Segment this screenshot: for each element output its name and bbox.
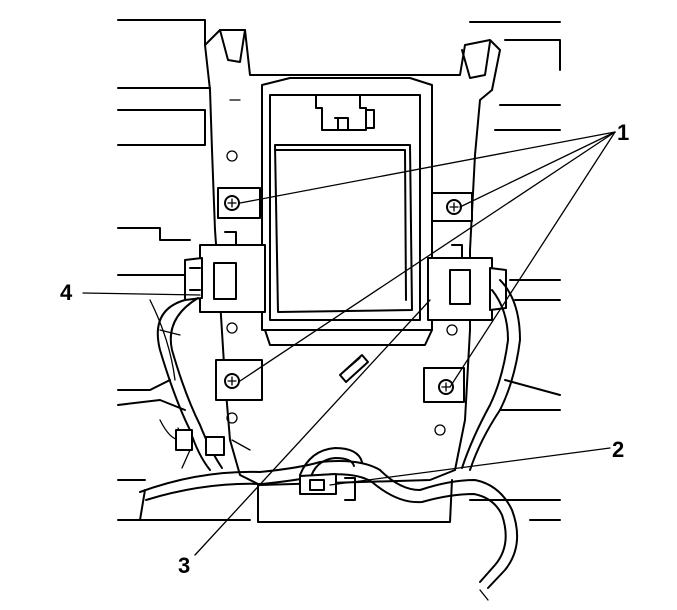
callout-3: 3 xyxy=(178,553,190,578)
left-body-panel xyxy=(117,19,251,521)
screw-lower-right xyxy=(423,367,465,403)
leader-1-lower-left xyxy=(239,131,616,382)
leader-1-lower-right xyxy=(449,131,616,388)
leader-2 xyxy=(329,447,611,486)
right-body-panel xyxy=(469,21,561,521)
wiring-harness xyxy=(139,279,521,601)
callout-1: 1 xyxy=(617,120,629,145)
mounting-screws xyxy=(215,150,473,436)
screw-upper-left xyxy=(217,187,261,219)
arrow-marker xyxy=(339,354,369,383)
leader-4 xyxy=(82,292,201,296)
left-electrical-connector xyxy=(184,231,266,313)
leader-lines xyxy=(82,131,616,556)
leader-1-upper-left xyxy=(239,131,616,204)
callout-2: 2 xyxy=(612,437,624,462)
screw-upper-right xyxy=(431,192,473,222)
right-electrical-connector xyxy=(427,244,507,321)
module-housing xyxy=(261,77,433,346)
screw-lower-left xyxy=(215,359,263,401)
leader-1-upper-right xyxy=(459,131,616,208)
top-connector-clip xyxy=(315,94,375,131)
callout-4: 4 xyxy=(60,280,73,305)
harness-clip xyxy=(299,473,356,501)
leader-3 xyxy=(194,299,431,556)
